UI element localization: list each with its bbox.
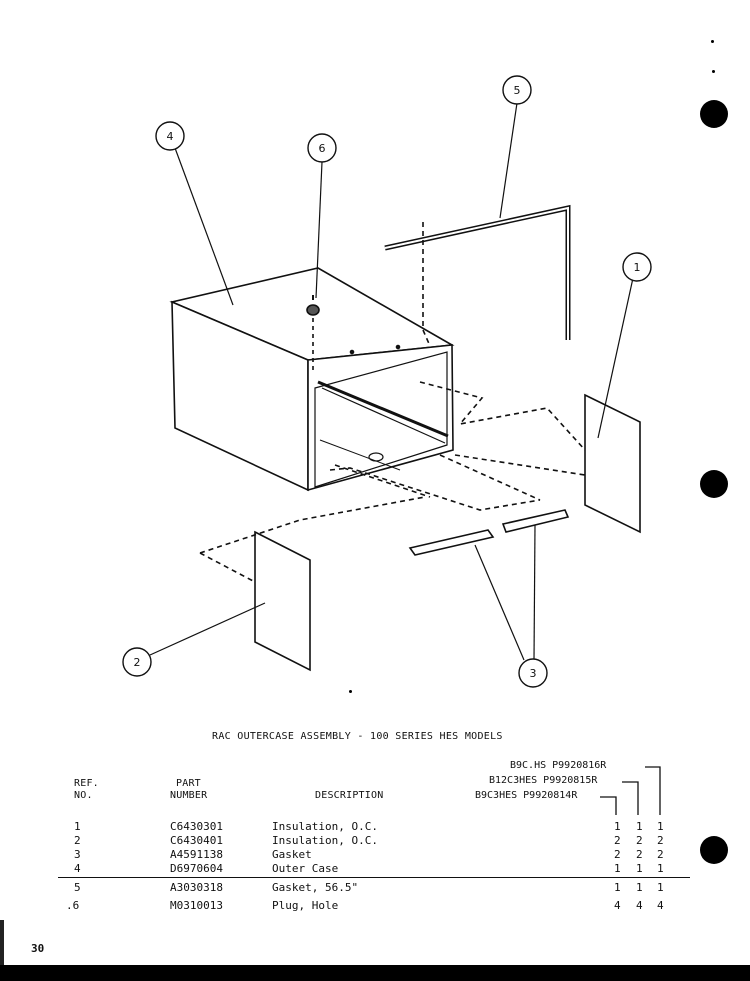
- qty-model-2: 1: [636, 862, 643, 875]
- ref-no: 4: [74, 862, 81, 875]
- speck-mark: [711, 40, 714, 43]
- plug-hole-drawing: [306, 295, 320, 370]
- callout-circle-2: [122, 647, 152, 677]
- table-row: 5 A3030318 Gasket, 56.5" 1 1 1: [0, 881, 750, 895]
- header-ref-line1: REF.: [74, 778, 99, 789]
- callout-circle-1: [622, 252, 652, 282]
- table-row: 1 C6430301 Insulation, O.C. 1 1 1: [0, 820, 750, 834]
- qty-model-1: 2: [657, 834, 664, 847]
- description: Gasket: [272, 848, 312, 861]
- model-label-3: B9C3HES P9920814R: [475, 790, 578, 801]
- callout-label-2: 2: [134, 656, 141, 669]
- outer-case-drawing: [169, 267, 455, 492]
- model-label-1: B9C.HS P9920816R: [510, 760, 607, 771]
- ref-no: .6: [66, 899, 80, 912]
- part-number: C6430301: [170, 820, 223, 833]
- callout-circle-5: [502, 75, 532, 105]
- leader-lines: [149, 102, 634, 661]
- qty-model-1: 4: [657, 899, 664, 912]
- assembly-caption: RAC OUTERCASE ASSEMBLY - 100 SERIES HES …: [212, 731, 503, 742]
- callout-label-6: 6: [319, 142, 326, 155]
- scan-edge-mark: [0, 920, 4, 965]
- binder-hole-middle: [700, 470, 728, 498]
- table-row: 2 C6430401 Insulation, O.C. 2 2 2: [0, 834, 750, 848]
- qty-model-3: 1: [614, 881, 621, 894]
- header-description: DESCRIPTION: [315, 790, 384, 801]
- table-row: 3 A4591138 Gasket 2 2 2: [0, 848, 750, 862]
- callout-label-4: 4: [167, 130, 174, 143]
- callout-circle-6: [307, 133, 337, 163]
- qty-model-1: 1: [657, 820, 664, 833]
- part-number: C6430401: [170, 834, 223, 847]
- binder-hole-top: [700, 100, 728, 128]
- description: Insulation, O.C.: [272, 820, 378, 833]
- exploded-assembly-diagram: 4 6 5 1 2 3: [122, 75, 652, 688]
- callout-circle-4: [155, 121, 185, 151]
- page-number: 30: [31, 942, 45, 955]
- callout-circle-3: [518, 658, 548, 688]
- callout-label-5: 5: [514, 84, 521, 97]
- part-number: M0310013: [170, 899, 223, 912]
- insulation-panel-1-drawing: [419, 381, 641, 534]
- qty-model-1: 2: [657, 848, 664, 861]
- model-header-2: B12C3HES P9920815R: [489, 775, 597, 786]
- speck-mark: [712, 70, 715, 73]
- model-label-2: B12C3HES P9920815R: [489, 775, 598, 786]
- table-row: .6 M0310013 Plug, Hole 4 4 4: [0, 899, 750, 913]
- part-number: A4591138: [170, 848, 223, 861]
- description: Outer Case: [272, 862, 339, 875]
- table-row: 4 D6970604 Outer Case 1 1 1: [0, 862, 750, 876]
- qty-model-1: 1: [657, 862, 664, 875]
- speck-mark: [349, 690, 352, 693]
- gasket-strips-drawing: [329, 454, 570, 556]
- callout-label-1: 1: [634, 261, 641, 274]
- qty-model-2: 2: [636, 848, 643, 861]
- qty-model-3: 1: [614, 862, 621, 875]
- ref-no: 3: [74, 848, 81, 861]
- long-gasket-drawing: [384, 204, 571, 347]
- ref-no: 5: [74, 881, 81, 894]
- callout-label-3: 3: [530, 667, 537, 680]
- qty-model-2: 1: [636, 820, 643, 833]
- header-ref-line2: NO.: [74, 790, 93, 801]
- qty-model-2: 4: [636, 899, 643, 912]
- insulation-panel-2-drawing: [199, 464, 431, 672]
- qty-model-2: 1: [636, 881, 643, 894]
- qty-model-3: 1: [614, 820, 621, 833]
- qty-model-2: 2: [636, 834, 643, 847]
- part-number: D6970604: [170, 862, 223, 875]
- table-divider: [58, 877, 690, 878]
- qty-model-3: 4: [614, 899, 621, 912]
- qty-model-3: 2: [614, 834, 621, 847]
- model-header-1: B9C.HS P9920816R: [510, 760, 606, 771]
- qty-model-3: 2: [614, 848, 621, 861]
- ref-no: 2: [74, 834, 81, 847]
- part-number: A3030318: [170, 881, 223, 894]
- description: Insulation, O.C.: [272, 834, 378, 847]
- header-part-line1: PART: [176, 778, 201, 789]
- qty-model-1: 1: [657, 881, 664, 894]
- header-part-line2: NUMBER: [170, 790, 208, 801]
- description: Plug, Hole: [272, 899, 339, 912]
- description: Gasket, 56.5": [272, 881, 359, 894]
- ref-no: 1: [74, 820, 81, 833]
- model-header-3: B9C3HES P9920814R: [475, 790, 577, 801]
- binder-hole-bottom: [700, 836, 728, 864]
- scan-bottom-edge: [0, 965, 750, 981]
